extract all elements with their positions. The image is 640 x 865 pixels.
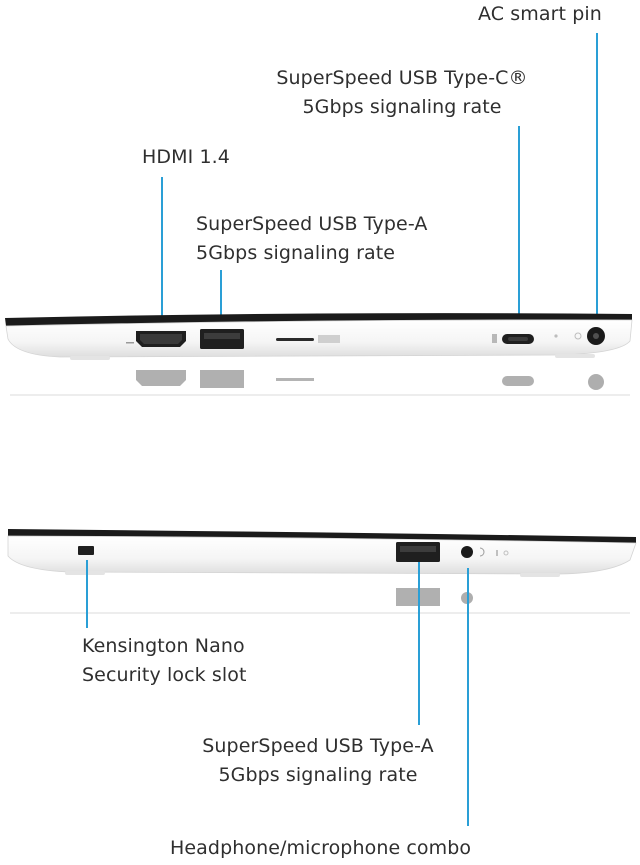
usb-a-top-label-line2: 5Gbps signaling rate bbox=[196, 242, 396, 264]
laptop-left-side bbox=[5, 313, 633, 360]
headphone-jack bbox=[461, 546, 473, 558]
usb-a-bottom-label-line2: 5Gbps signaling rate bbox=[218, 764, 418, 786]
ac-smart-pin-label: AC smart pin bbox=[478, 3, 602, 25]
usb-a-bottom-leader bbox=[418, 562, 420, 725]
hdmi-label: HDMI 1.4 bbox=[142, 146, 230, 168]
usb-c-label-line2: 5Gbps signaling rate bbox=[302, 96, 502, 118]
kensington-label: Kensington Nano Security lock slot bbox=[82, 632, 247, 690]
laptop-left-reflection bbox=[10, 370, 630, 396]
usb-c-leader bbox=[518, 126, 520, 321]
usb-a-top-leader bbox=[220, 270, 222, 327]
kensington-lock-slot bbox=[78, 546, 94, 555]
laptop-right-side bbox=[7, 529, 637, 577]
usb-a-bottom-label-line1: SuperSpeed USB Type-A bbox=[202, 735, 434, 757]
usb-a-top-label: SuperSpeed USB Type-A 5Gbps signaling ra… bbox=[196, 210, 427, 268]
usb-c-label-line1: SuperSpeed USB Type-C® bbox=[276, 67, 528, 89]
headphone-label: Headphone/microphone combo bbox=[170, 837, 472, 859]
ac-pin-leader bbox=[596, 33, 598, 325]
microsd-slot bbox=[276, 338, 314, 341]
usb-c-label: SuperSpeed USB Type-C® 5Gbps signaling r… bbox=[270, 64, 534, 122]
kensington-label-line1: Kensington Nano bbox=[82, 635, 245, 657]
headphone-leader bbox=[467, 568, 469, 826]
hdmi-leader bbox=[161, 177, 163, 327]
usb-a-bottom-label: SuperSpeed USB Type-A 5Gbps signaling ra… bbox=[186, 732, 450, 790]
laptop-right-reflection bbox=[10, 588, 630, 614]
kensington-leader bbox=[86, 560, 88, 628]
usb-a-top-label-line1: SuperSpeed USB Type-A bbox=[196, 213, 428, 235]
kensington-label-line2: Security lock slot bbox=[82, 664, 247, 686]
